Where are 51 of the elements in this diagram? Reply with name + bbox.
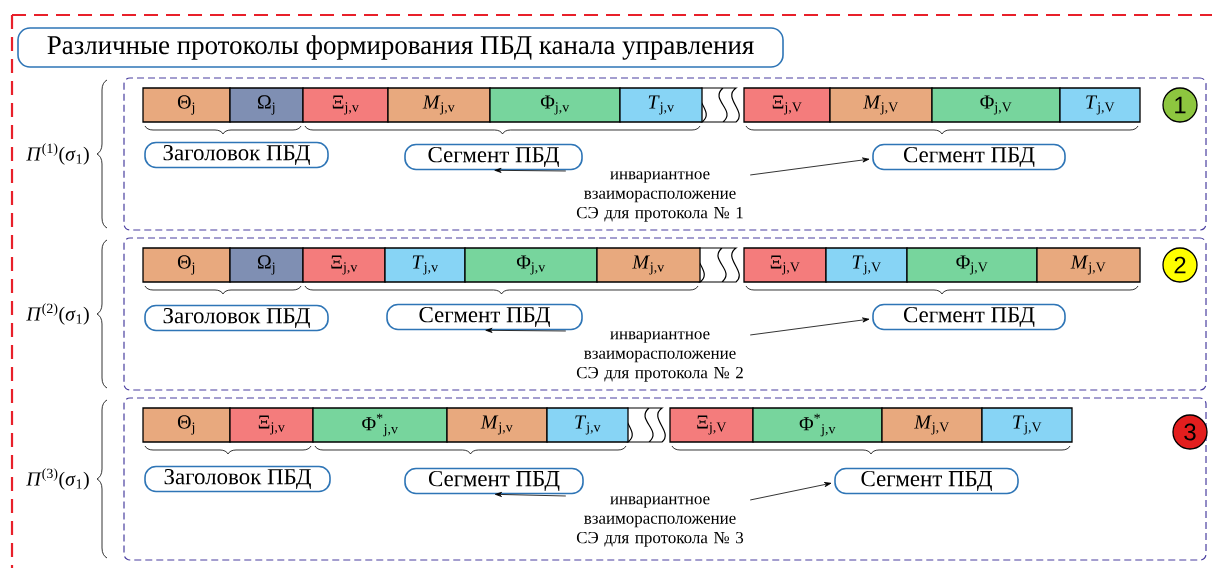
note-text: инвариантное взаиморасположение СЭ для протокола № 2 [576,331,743,382]
label-pill: Сегмент ПБД [386,303,583,331]
field-cell: Ξ$_{j,V}$ [743,247,827,283]
field-cell: Φ$_{j,v}$ [489,87,621,123]
field-cell: T$_{j,v}$ [619,87,703,123]
field-cell: Ξ$_{j,V}$ [669,407,754,443]
panel-label: Π$^{(1)}$(σ$_{1}$) [26,143,89,165]
field-cell: Φ$_{j,v}$ [464,247,598,283]
note-text: инвариантное взаиморасположение СЭ для протокола № 3 [576,496,744,547]
arrow [494,167,567,173]
arrow [494,491,567,497]
field-cell: T$_{j,v}$ [546,407,629,443]
panel-label: Π$^{(2)}$(σ$_{1}$) [26,303,89,325]
label-pill: Заголовок ПБД [144,141,329,169]
field-cell: Θ$_{j}$ [142,87,231,123]
label-pill: Сегмент ПБД [872,303,1066,331]
panel-label: Π$^{(3)}$(σ$_{1}$) [26,468,89,490]
field-cell: Ξ$_{j,v}$ [302,247,386,283]
label-pill: Заголовок ПБД [144,465,331,493]
field-cell: M$_{j,v}$ [596,247,701,283]
label-pill: Сегмент ПБД [872,143,1066,171]
field-cell: M$_{j,V}$ [881,407,983,443]
label-pill: Сегмент ПБД [404,467,584,495]
field-cell: T$_{j,V}$ [981,407,1073,443]
field-cell: Φ$_{j,V}$ [906,247,1038,283]
field-cell: Ω$_{j}$ [229,247,304,283]
field-cell: T$_{j,V}$ [825,247,908,283]
arrow [749,157,870,176]
arrow [749,317,870,336]
field-cell: Ξ$_{j,v}$ [302,87,389,123]
label-pill: Сегмент ПБД [404,143,583,171]
field-cell: T$_{j,V}$ [1059,87,1141,123]
arrow [485,327,567,333]
field-cell: Φ$^{*}$j,v [752,407,883,443]
field-cell: Ω$_{j}$ [229,87,304,123]
field-cell: Θ$_{j}$ [142,407,231,443]
label-pill: Заголовок ПБД [144,304,329,332]
title-box: Различные протоколы формирования ПБД канала управления [17,27,784,68]
field-cell: Φ$_{j,V}$ [931,87,1061,123]
field-cell: M$_{j,v}$ [446,407,548,443]
field-cell: Ξ$_{j,V}$ [743,87,831,123]
field-cell: M$_{j,V}$ [1036,247,1141,283]
field-cell: T$_{j,v}$ [384,247,466,283]
field-cell: M$_{j,v}$ [387,87,491,123]
field-cell: Ξ$_{j,v}$ [229,407,314,443]
note-text: инвариантное взаиморасположение СЭ для протокола № 1 [576,171,743,222]
field-cell: Φ$^{*}$j,v [312,407,448,443]
field-cell: M$_{j,V}$ [829,87,933,123]
label-pill: Сегмент ПБД [834,467,1019,495]
arrow [749,482,832,501]
field-cell: Θ$_{j}$ [142,247,231,283]
